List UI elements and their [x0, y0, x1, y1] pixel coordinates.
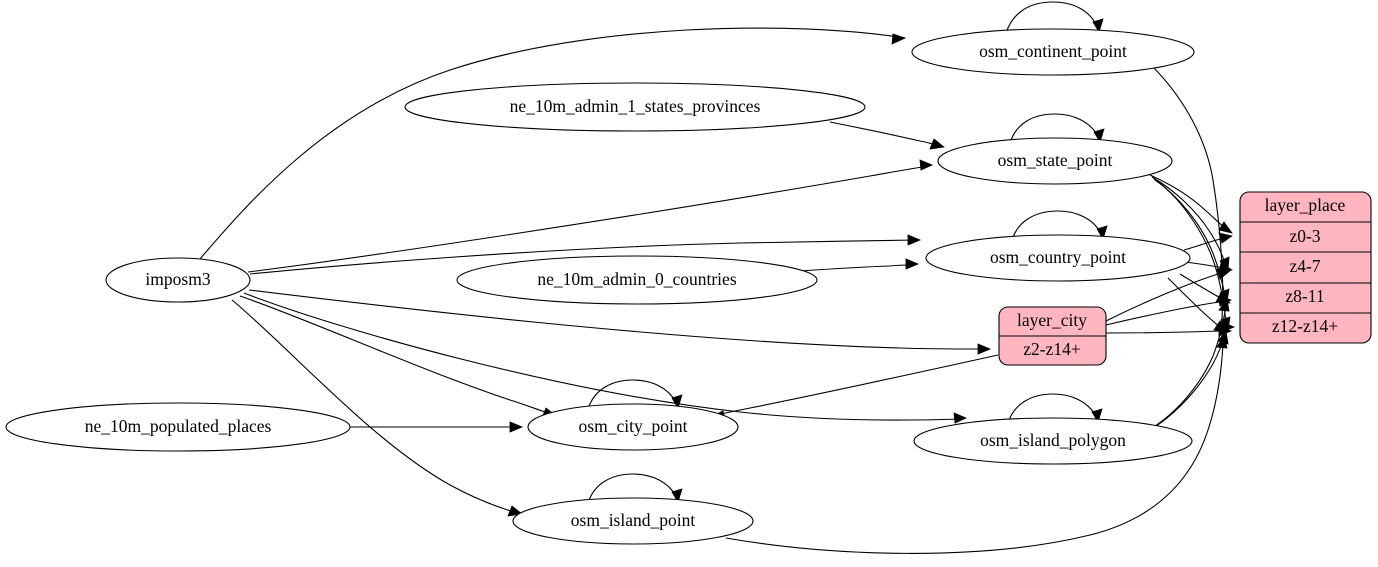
edge-osm_country_point-to-layer_place-z0-3 — [1183, 232, 1233, 251]
edge-self-osm_city_point — [587, 379, 683, 410]
node-osm_city_point[interactable]: osm_city_point — [527, 403, 739, 451]
record-title-layer_place: layer_place — [1265, 195, 1346, 215]
edge-layer — [199, 1, 1236, 554]
node-label-ne_10m_admin_1_states_provinces: ne_10m_admin_1_states_provinces — [510, 96, 761, 116]
node-imposm3[interactable]: imposm3 — [105, 257, 251, 303]
edge-self-osm_island_point — [587, 473, 683, 504]
record-row-layer_place-z4-7[interactable]: z4-7 — [1289, 256, 1320, 276]
record-node-layer_city[interactable]: layer_city z2-z14+ — [998, 306, 1107, 366]
record-title-layer_city: layer_city — [1017, 310, 1087, 330]
edge-imposm3-to-layer_city — [248, 289, 992, 355]
edge-self-osm_continent_point — [1005, 1, 1104, 34]
node-label-osm_city_point: osm_city_point — [579, 416, 688, 436]
edge-self-osm_state_point — [1009, 113, 1105, 144]
node-osm_state_point[interactable]: osm_state_point — [937, 137, 1173, 185]
node-ne_10m_populated_places[interactable]: ne_10m_populated_places — [5, 402, 351, 452]
edge-osm_state_point-to-layer_place-z0-3 — [1149, 174, 1233, 234]
edge-imposm3-to-osm_country_point — [249, 234, 922, 275]
node-osm_country_point[interactable]: osm_country_point — [925, 234, 1191, 282]
node-label-ne_10m_populated_places: ne_10m_populated_places — [85, 416, 272, 436]
node-osm_continent_point[interactable]: osm_continent_point — [911, 28, 1195, 76]
node-label-osm_island_point: osm_island_point — [571, 510, 696, 530]
edge-self-osm_country_point — [1011, 210, 1108, 241]
edge-self-osm_island_polygon — [1007, 393, 1103, 424]
node-label-osm_state_point: osm_state_point — [998, 150, 1113, 170]
node-label-osm_country_point: osm_country_point — [990, 247, 1126, 267]
edge-layer_city-to-osm_city_point — [712, 354, 999, 422]
node-label-osm_continent_point: osm_continent_point — [979, 41, 1127, 61]
edge-imposm3-to-osm_island_polygon — [243, 292, 968, 424]
node-label-osm_island_polygon: osm_island_polygon — [980, 430, 1126, 450]
node-ne_10m_admin_0_countries[interactable]: ne_10m_admin_0_countries — [456, 255, 818, 305]
record-row-layer_place-z0-3[interactable]: z0-3 — [1289, 226, 1320, 246]
record-row-layer_city-z2-z14[interactable]: z2-z14+ — [1023, 339, 1081, 359]
record-row-layer_place-z8-11[interactable]: z8-11 — [1285, 286, 1324, 306]
node-osm_island_point[interactable]: osm_island_point — [512, 497, 754, 545]
node-label-ne_10m_admin_0_countries: ne_10m_admin_0_countries — [537, 269, 736, 289]
edge-layer_city-to-layer_place-z12-z14 — [1105, 325, 1233, 337]
edge-ne_10m_populated_places-to-osm_city_point — [350, 421, 524, 433]
node-label-imposm3: imposm3 — [145, 269, 210, 289]
node-layer: imposm3 ne_10m_admin_1_states_provinces … — [5, 28, 1195, 545]
edge-osm_island_polygon-to-layer_place-z8-11 — [1151, 297, 1230, 429]
edge-imposm3-to-osm_city_point — [239, 295, 557, 419]
edge-ne_10m_admin_1_states_provinces-to-osm_state_point — [829, 121, 945, 150]
record-row-layer_place-z12-z14[interactable]: z12-z14+ — [1272, 316, 1338, 336]
edge-imposm3-to-osm_state_point — [247, 159, 934, 273]
edge-imposm3-to-osm_continent_point — [199, 27, 907, 260]
node-ne_10m_admin_1_states_provinces[interactable]: ne_10m_admin_1_states_provinces — [404, 82, 866, 132]
record-node-layer: layer_city z2-z14+ layer_place z0-3 z4-7… — [998, 191, 1372, 366]
edge-layer_city-to-layer_place-z4-7 — [1105, 268, 1233, 322]
edge-osm_island_point-to-layer_place-z12-z14 — [725, 334, 1228, 554]
record-node-layer_place[interactable]: layer_place z0-3 z4-7 z8-11 z12-z14+ — [1239, 191, 1372, 344]
edge-ne_10m_admin_0_countries-to-osm_country_point — [799, 258, 920, 272]
node-osm_island_polygon[interactable]: osm_island_polygon — [913, 417, 1193, 465]
